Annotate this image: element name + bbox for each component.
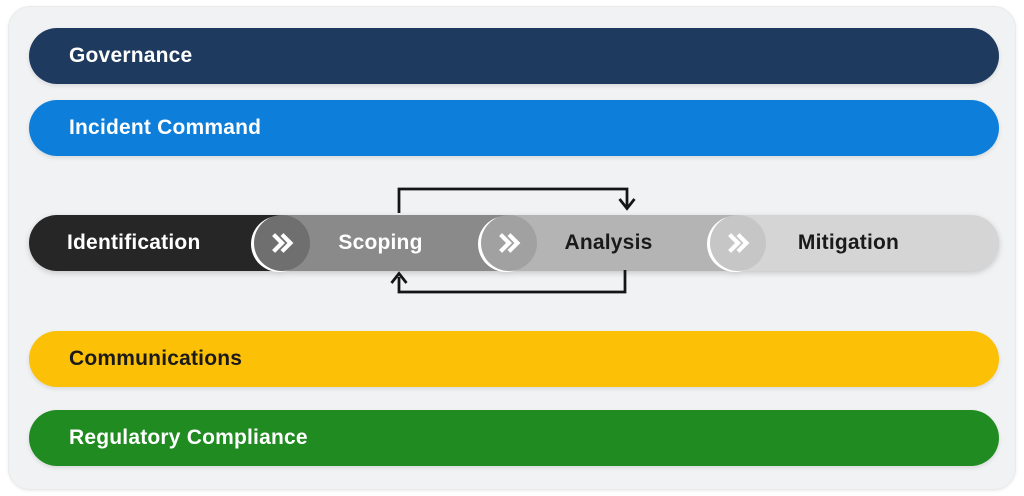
connector-identification-to-scoping: [254, 215, 310, 271]
stage-identification-label: Identification: [67, 231, 201, 254]
stage-scoping: Scoping: [282, 215, 509, 271]
stage-mitigation-label: Mitigation: [797, 231, 900, 254]
layer-regulatory-compliance-label: Regulatory Compliance: [69, 426, 308, 449]
stage-scoping-label: Scoping: [338, 231, 423, 254]
stage-identification: Identification: [29, 215, 282, 271]
layer-incident-command-label: Incident Command: [69, 116, 262, 139]
layer-governance-label: Governance: [69, 44, 193, 67]
stage-mitigation: Mitigation: [738, 215, 999, 271]
framework-card: Governance Incident Command Identificati…: [8, 6, 1016, 490]
layer-communications: Communications: [29, 331, 999, 387]
layer-incident-command: Incident Command: [29, 100, 999, 156]
layer-communications-label: Communications: [69, 347, 243, 370]
connector-scoping-to-analysis: [481, 215, 537, 271]
layer-governance: Governance: [29, 28, 999, 84]
double-chevron-right-icon: [728, 233, 750, 253]
process-flow: Identification Scoping Analysis Mitigati…: [29, 215, 999, 271]
double-chevron-right-icon: [499, 233, 521, 253]
layer-regulatory-compliance: Regulatory Compliance: [29, 410, 999, 466]
stage-analysis-label: Analysis: [564, 231, 653, 254]
connector-analysis-to-mitigation: [710, 215, 766, 271]
stage-analysis: Analysis: [509, 215, 738, 271]
double-chevron-right-icon: [272, 233, 294, 253]
